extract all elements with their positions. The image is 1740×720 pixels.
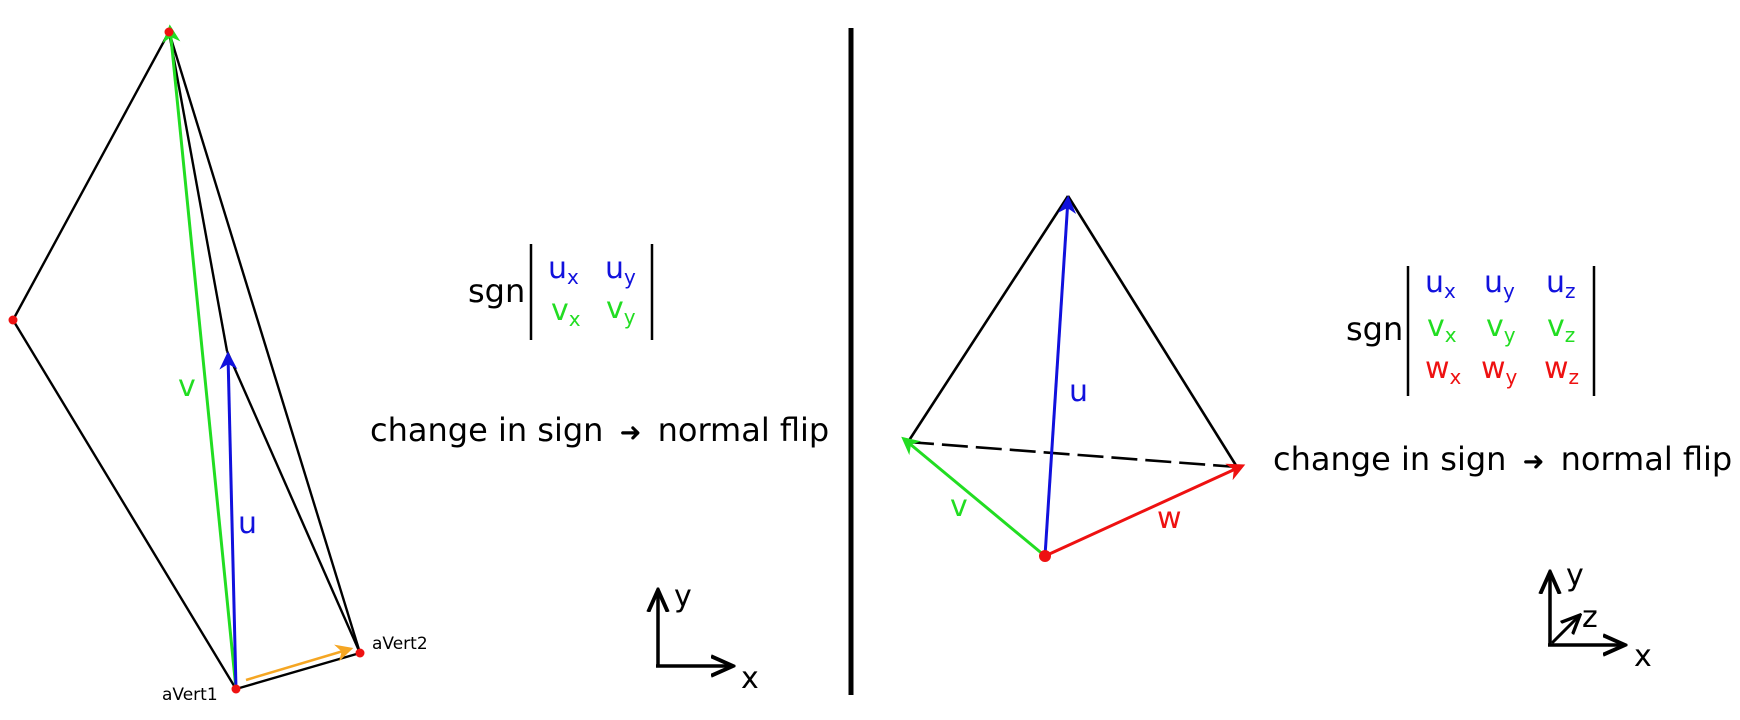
det3-uz: u bbox=[1546, 265, 1565, 300]
det3-ux: u bbox=[1425, 265, 1444, 300]
right-determinant: sgn ux uy uz vx vy vz wx wy wz bbox=[1346, 265, 1596, 396]
det-vy: v bbox=[606, 291, 624, 326]
avert2-label: aVert2 bbox=[372, 634, 428, 654]
left-axis-x-label: x bbox=[741, 661, 759, 696]
det3-wz: w bbox=[1544, 351, 1569, 386]
svg-text:wx: wx bbox=[1425, 351, 1462, 389]
left-sgn-label: sgn bbox=[468, 272, 525, 310]
vertex-avert2 bbox=[355, 648, 365, 658]
small-orange-arrow bbox=[245, 644, 354, 682]
svg-text:vx: vx bbox=[551, 293, 581, 331]
right-panel: u v w sgn ux uy uz vx vy vz wx wy wz bbox=[901, 195, 1732, 674]
left-axes bbox=[656, 590, 733, 667]
right-caption: change in sign ➜ normal flip bbox=[1273, 440, 1732, 478]
edge-left-bottom bbox=[11, 319, 238, 690]
vertex-origin-3d bbox=[1039, 550, 1051, 562]
right-sgn-label: sgn bbox=[1346, 310, 1403, 348]
edge-apex-left bbox=[906, 195, 1070, 443]
svg-text:wz: wz bbox=[1544, 351, 1579, 389]
svg-text:ux: ux bbox=[1425, 265, 1456, 303]
svg-text:vy: vy bbox=[1486, 309, 1516, 347]
svg-text:vz: vz bbox=[1547, 309, 1575, 347]
det3-wx: w bbox=[1425, 351, 1450, 386]
vector-v-arrow-3d bbox=[901, 436, 1046, 558]
edge-inner-bottom bbox=[225, 350, 362, 654]
det3-vy: v bbox=[1486, 309, 1504, 344]
svg-text:uy: uy bbox=[605, 251, 636, 289]
svg-text:vy: vy bbox=[606, 291, 636, 329]
vector-u-arrow bbox=[219, 351, 238, 690]
vertex-top bbox=[164, 27, 174, 37]
det-vx: v bbox=[551, 293, 569, 328]
right-axis-z-label: z bbox=[1582, 600, 1598, 635]
left-mesh-edges bbox=[11, 31, 362, 691]
det3-wy: w bbox=[1481, 351, 1506, 386]
left-panel: v u aVert1 aVert2 sgn ux uy vx vy change… bbox=[8, 24, 829, 705]
det3-vz: v bbox=[1547, 309, 1565, 344]
right-axis-z bbox=[1550, 615, 1580, 645]
edge-hidden-back bbox=[907, 440, 1238, 469]
vector-u-arrow-3d bbox=[1043, 195, 1077, 557]
det3-vx: v bbox=[1427, 309, 1445, 344]
edge-top-right bbox=[167, 31, 362, 654]
avert1-label: aVert1 bbox=[162, 685, 218, 705]
svg-text:uy: uy bbox=[1484, 265, 1515, 303]
edge-inner-top bbox=[167, 31, 229, 352]
det-uy: u bbox=[605, 251, 624, 286]
left-det-row2: vx vy bbox=[551, 291, 636, 331]
svg-text:vx: vx bbox=[1427, 309, 1457, 347]
svg-text:ux: ux bbox=[548, 251, 579, 289]
vector-v-label-3d: v bbox=[950, 489, 968, 524]
vertex-left bbox=[8, 315, 18, 325]
edge-top-left bbox=[11, 31, 171, 321]
right-axis-y-label: y bbox=[1566, 558, 1584, 593]
vertex-avert1 bbox=[231, 684, 241, 694]
vector-w-label-3d: w bbox=[1157, 501, 1182, 536]
right-det-row3: wx wy wz bbox=[1425, 351, 1579, 389]
svg-text:uz: uz bbox=[1546, 265, 1576, 303]
svg-text:wy: wy bbox=[1481, 351, 1518, 389]
right-det-row2: vx vy vz bbox=[1427, 309, 1575, 347]
right-tetra-edges bbox=[906, 195, 1239, 469]
right-det-row1: ux uy uz bbox=[1425, 265, 1576, 303]
vector-w-arrow-3d bbox=[1044, 463, 1246, 558]
vector-v-arrow bbox=[162, 24, 238, 690]
left-caption: change in sign ➜ normal flip bbox=[370, 411, 829, 449]
edge-apex-right bbox=[1066, 195, 1239, 468]
vector-u-label: u bbox=[238, 506, 257, 541]
vector-u-label-3d: u bbox=[1069, 374, 1088, 409]
right-axis-x-label: x bbox=[1634, 639, 1652, 674]
left-determinant: sgn ux uy vx vy bbox=[468, 244, 654, 340]
det3-uy: u bbox=[1484, 265, 1503, 300]
right-axes bbox=[1548, 572, 1625, 646]
det-ux: u bbox=[548, 251, 567, 286]
left-axis-y-label: y bbox=[674, 579, 692, 614]
left-det-row1: ux uy bbox=[548, 251, 636, 289]
vector-v-label: v bbox=[178, 369, 196, 404]
edge-bottom bbox=[235, 651, 361, 691]
